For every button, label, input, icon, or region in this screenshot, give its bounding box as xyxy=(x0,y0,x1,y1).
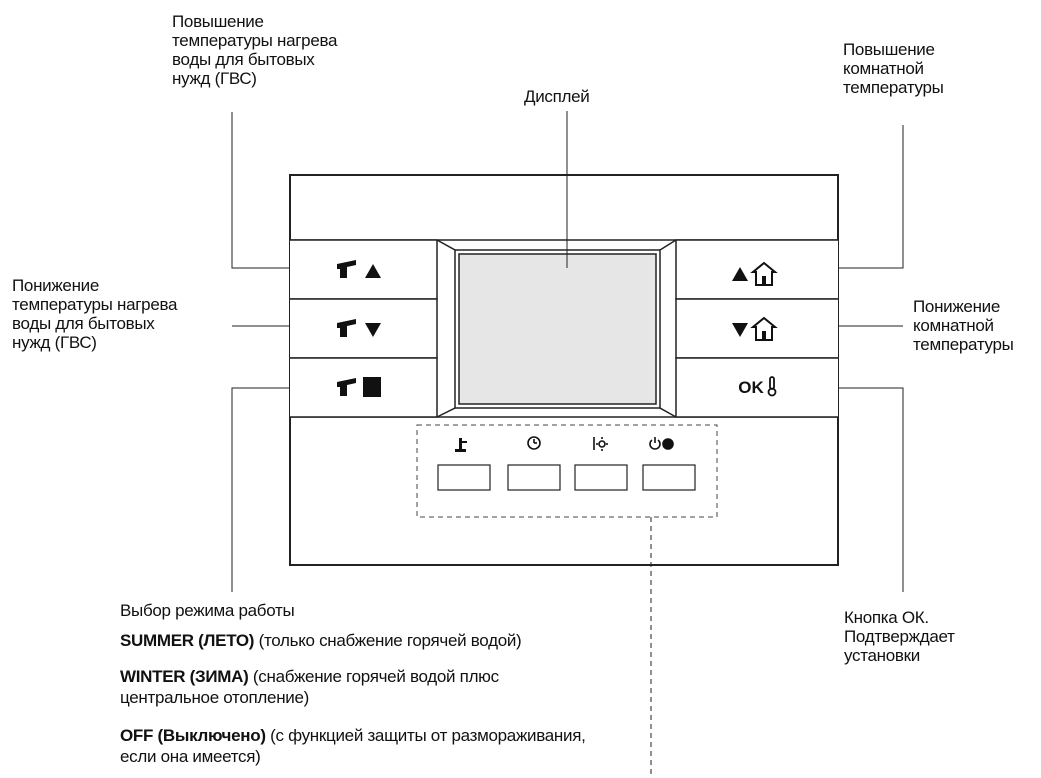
mode-key-2[interactable] xyxy=(508,465,560,490)
mode-key-3[interactable] xyxy=(575,465,627,490)
dhw-up-label: Повышение температуры нагрева воды для б… xyxy=(172,12,338,88)
mode-summer-name: SUMMER (ЛЕТО) xyxy=(120,631,255,650)
mode-off-name: OFF (Выключено) xyxy=(120,726,266,745)
mode-winter: WINTER (ЗИМА) (снабжение горячей водой п… xyxy=(120,666,590,708)
ok-button-label: OK xyxy=(738,378,764,397)
arrow-up-house-icon xyxy=(732,261,778,286)
mode-panel-dashed xyxy=(416,424,718,518)
room-up-label: Повышение комнатной температуры xyxy=(843,40,944,97)
faucet-down-icon xyxy=(337,319,381,337)
display-label: Дисплей xyxy=(524,87,590,106)
power-flame-icon xyxy=(649,437,674,450)
arrow-down-house-icon xyxy=(732,316,778,341)
room-down-label: Понижение комнатной температуры xyxy=(913,297,1014,354)
mode-key-1[interactable] xyxy=(438,465,490,490)
faucet-up-icon xyxy=(337,260,381,278)
ok-thermometer-icon xyxy=(767,376,777,397)
mode-off-desc: (с функцией защиты от размораживания, ес… xyxy=(120,726,586,766)
mode-title: Выбор режима работы xyxy=(120,601,295,620)
mode-winter-desc: (снабжение горячей водой плюс центрально… xyxy=(120,667,499,707)
display-screen xyxy=(458,253,657,405)
faucet-small-icon xyxy=(455,438,467,452)
mode-winter-name: WINTER (ЗИМА) xyxy=(120,667,249,686)
ok-button[interactable]: OK xyxy=(738,378,764,398)
brightness-icon xyxy=(593,437,608,451)
faucet-radiator-icon xyxy=(337,377,381,397)
room-down-button[interactable] xyxy=(677,300,837,357)
room-up-button[interactable] xyxy=(677,241,837,298)
dhw-up-button[interactable] xyxy=(291,241,436,298)
mode-key-4[interactable] xyxy=(643,465,695,490)
ok-description-label: Кнопка ОК. Подтверждает установки xyxy=(844,608,955,665)
dhw-down-label: Понижение температуры нагрева воды для б… xyxy=(12,276,178,352)
mode-summer: SUMMER (ЛЕТО) (только снабжение горячей … xyxy=(120,630,522,651)
ok-button-shape xyxy=(675,357,838,418)
mode-off: OFF (Выключено) (с функцией защиты от ра… xyxy=(120,725,590,767)
mode-summer-desc: (только снабжение горячей водой) xyxy=(254,631,522,650)
dhw-down-button[interactable] xyxy=(291,300,436,357)
day-clock-icon xyxy=(527,436,541,450)
mode-button[interactable] xyxy=(291,359,436,416)
